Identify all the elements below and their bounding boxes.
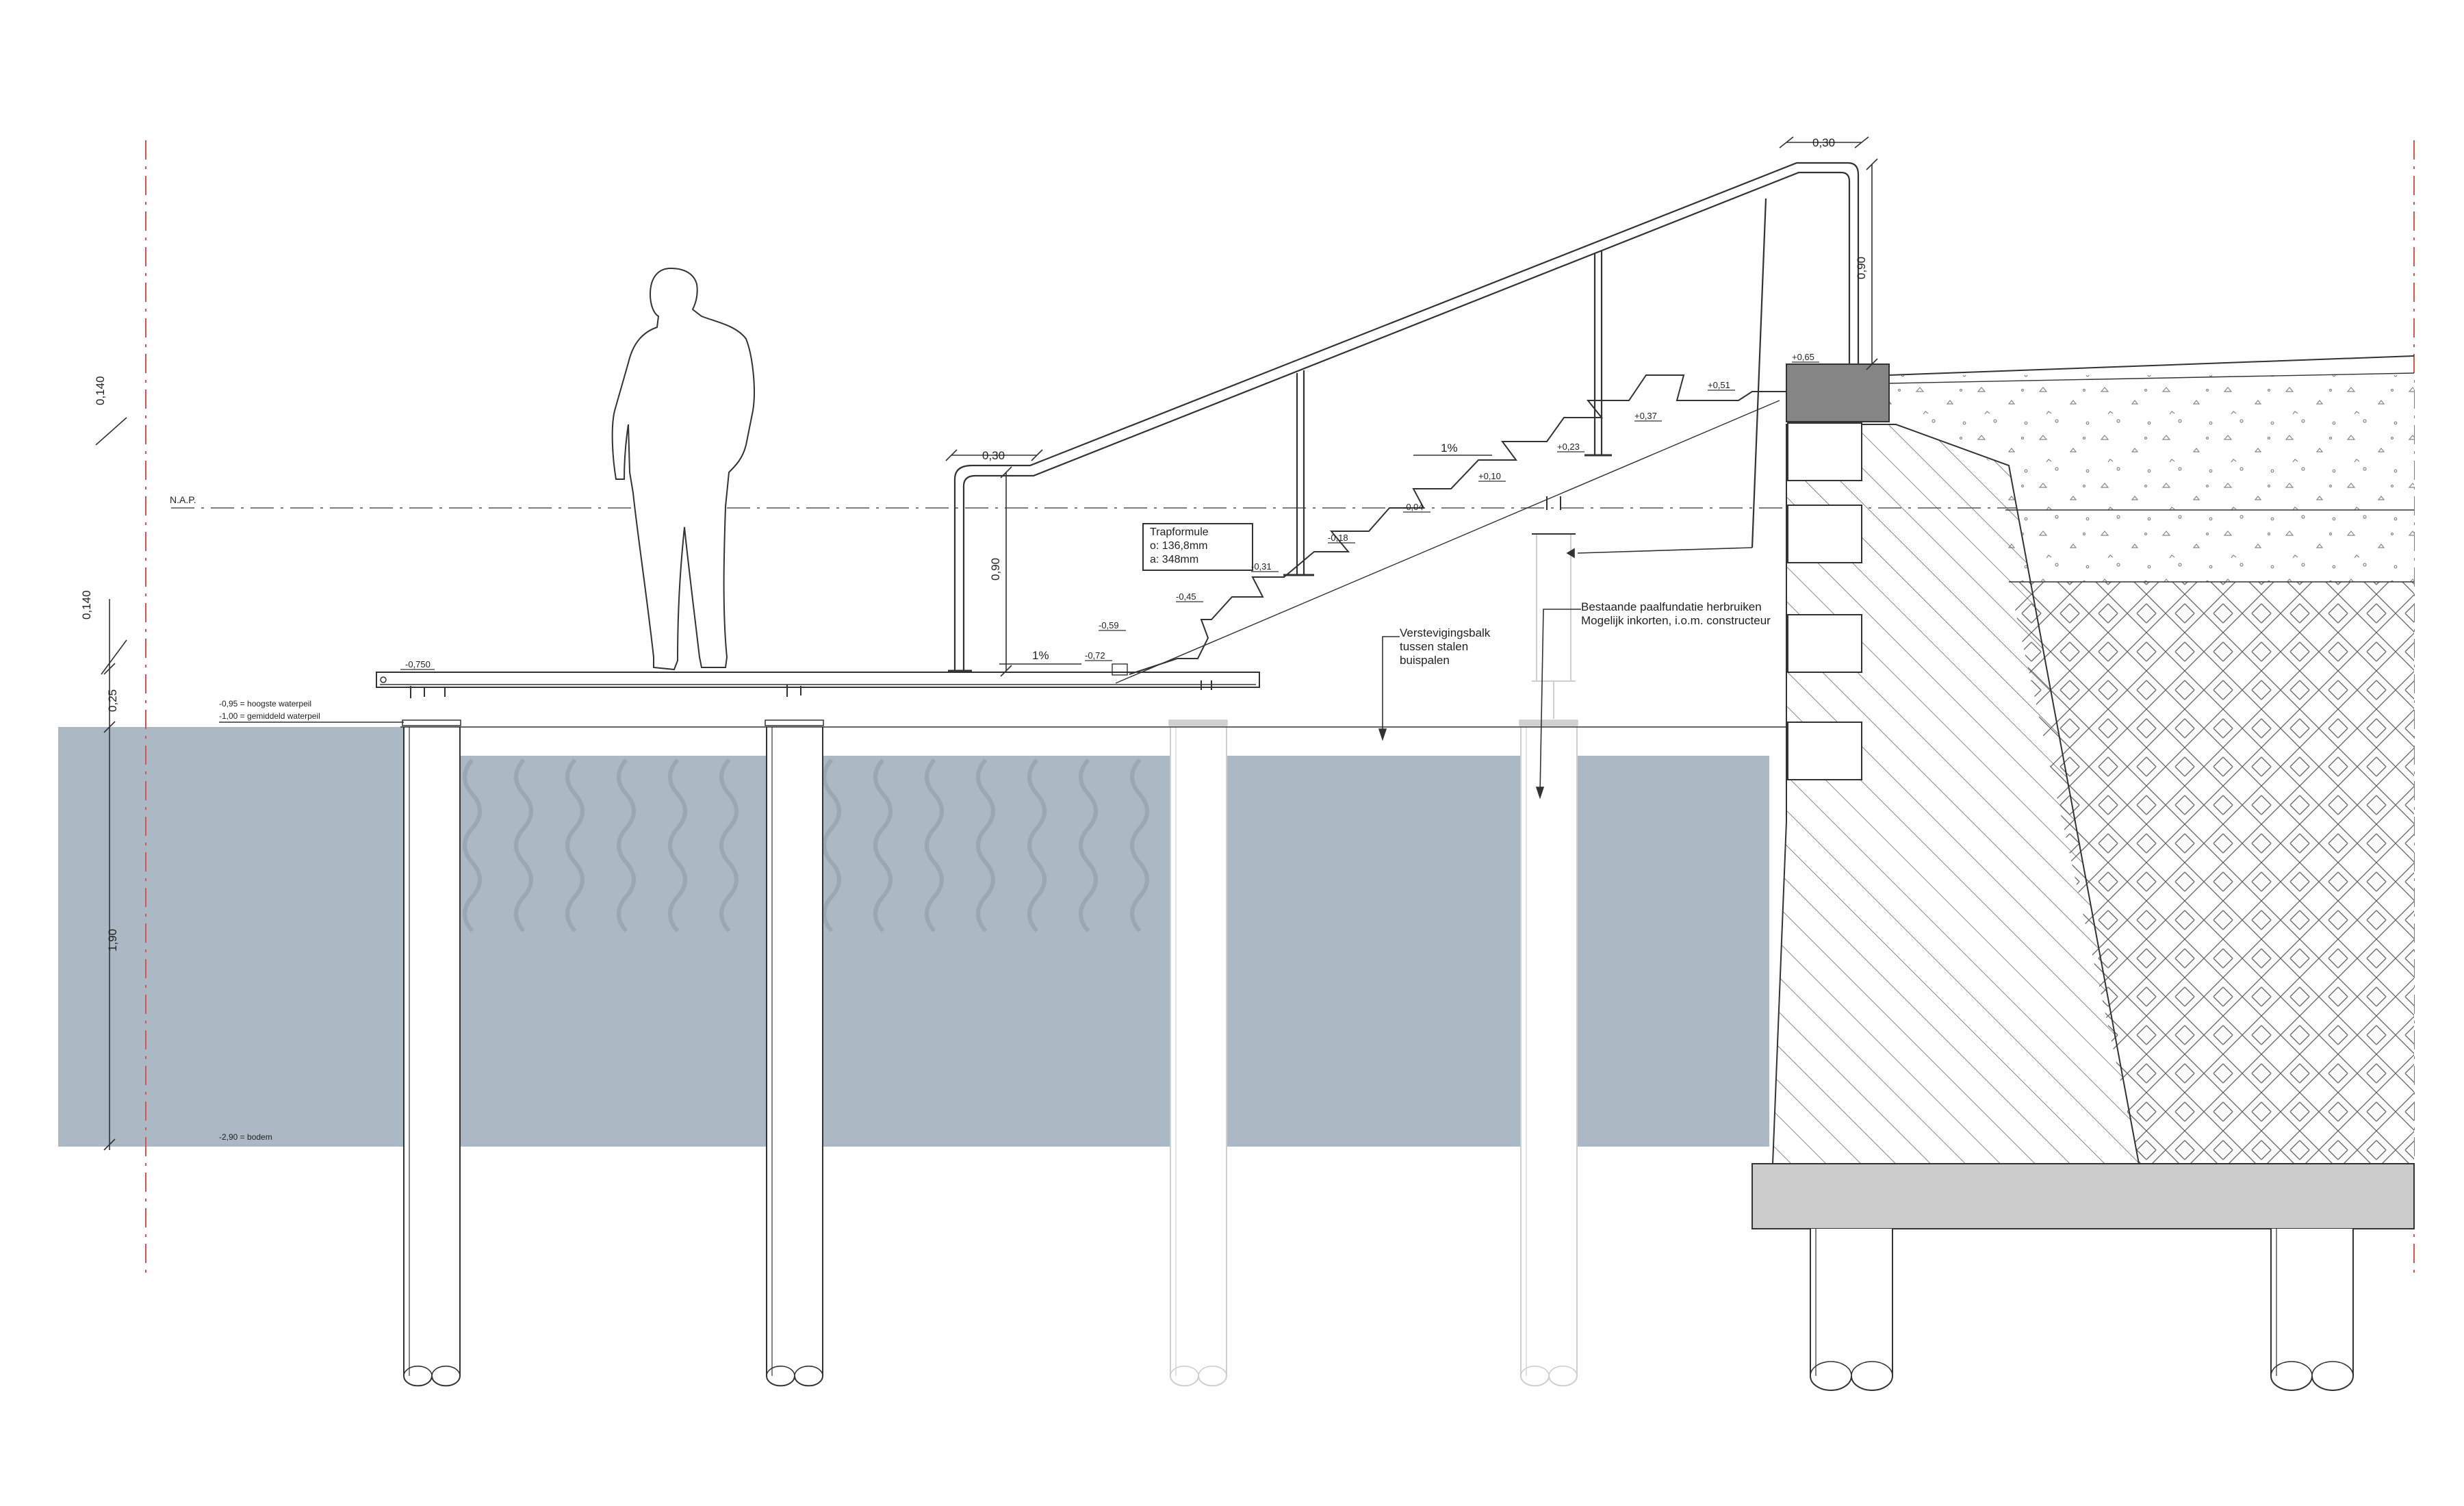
trapformule-a: a: 348mm: [1150, 554, 1198, 565]
level-s4: -0,31: [1251, 561, 1272, 572]
deck-bolts: [410, 680, 1212, 698]
bodem-label: -2,90 = bodem: [219, 1132, 272, 1142]
nap-label: N.A.P.: [170, 494, 196, 505]
waterplant-symbol: [1079, 758, 1098, 932]
level-deck: -0,750: [405, 659, 431, 669]
trapformule-title: Trapformule: [1150, 526, 1209, 538]
pile: [1170, 727, 1227, 1387]
waterplant-symbol: [925, 758, 944, 932]
human-silhouette: [611, 267, 755, 671]
waterpeil-high-label: -0,95 = hoogste waterpeil: [219, 699, 311, 709]
verstevigingsbalk-label-3: buispalen: [1400, 654, 1450, 667]
dim-left-025: 0,25: [106, 689, 119, 712]
staircase: [1129, 374, 1786, 675]
slope-upper-label: 1%: [1441, 442, 1458, 455]
pile: [1810, 1229, 1893, 1391]
dim-left-middle: 0,140: [80, 590, 93, 620]
slope-lower-label: 1%: [1032, 649, 1049, 662]
piles: [403, 727, 2354, 1391]
handrail-base-plates: [948, 454, 1612, 672]
level-underlines: [400, 361, 1819, 670]
level-top: +0,65: [1792, 352, 1814, 362]
waterplant-symbol: [668, 758, 687, 932]
dim-left-190: 1,90: [106, 929, 119, 952]
ground-surface-line: [1888, 355, 2415, 376]
waterplant-symbol: [822, 758, 841, 932]
waterplant-symbol: [565, 758, 585, 932]
waterplant-symbol: [873, 758, 893, 932]
dim-top-height: 0,90: [1855, 257, 1868, 279]
dim-low-width: 0,30: [982, 449, 1005, 462]
level-s5: -0,18: [1328, 533, 1348, 543]
stair-foot-block: [1112, 663, 1128, 676]
concrete-cap: [1786, 363, 1890, 422]
pile: [403, 727, 461, 1387]
pavement-line: [1888, 372, 2415, 384]
brick-blocks: [1787, 422, 1862, 780]
level-s3: -0,45: [1176, 591, 1196, 602]
level-s7: +0,10: [1478, 471, 1501, 481]
level-markers: -0,750 -0,72 -0,59 -0,45 -0,31 -0,18 -0,…: [405, 352, 1814, 669]
waterplant-symbol: [976, 758, 995, 932]
pile: [1520, 727, 1578, 1387]
waterplant-symbol: [617, 758, 636, 932]
dim-left-upper: 0,140: [94, 376, 107, 405]
existing-pile-element: [1532, 496, 1576, 719]
dimension-marks: [95, 136, 1878, 1151]
paalfundatie-label-1: Bestaande paalfundatie herbruiken: [1581, 600, 1762, 613]
trapformule-box: [1142, 523, 1253, 571]
level-s6: -0,04: [1403, 502, 1424, 512]
waterplant-symbol: [1130, 758, 1149, 932]
dim-low-height: 0,90: [989, 558, 1002, 580]
verstevigingsbalk-label-1: Verstevigingsbalk: [1400, 626, 1491, 639]
handrail: [953, 162, 1860, 671]
waterplant-symbol: [463, 758, 482, 932]
waterplant-symbol: [719, 758, 739, 932]
trapformule-o: o: 136,8mm: [1150, 540, 1207, 552]
leader-lines: [1378, 547, 1753, 800]
foundation-slab: [1751, 1163, 2415, 1229]
dim-top-width: 0,30: [1812, 136, 1835, 149]
level-s9: +0,37: [1634, 411, 1657, 421]
waterplant-symbol: [514, 758, 533, 932]
pile: [766, 727, 823, 1387]
level-s10: +0,51: [1708, 380, 1730, 390]
water-body: [58, 727, 1769, 1147]
paalfundatie-label-2: Mogelijk inkorten, i.o.m. constructeur: [1581, 614, 1771, 627]
level-s2: -0,59: [1099, 620, 1119, 630]
pile: [2270, 1229, 2354, 1391]
waterplant-symbol: [1027, 758, 1047, 932]
level-s8: +0,23: [1557, 442, 1580, 452]
jetty-deck: [376, 672, 1786, 728]
waterpeil-avg-label: -1,00 = gemiddeld waterpeil: [219, 711, 320, 721]
stair-underside: [1115, 400, 1780, 684]
verstevigingsbalk-label-2: tussen stalen: [1400, 640, 1468, 653]
level-s1: -0,72: [1085, 650, 1105, 661]
